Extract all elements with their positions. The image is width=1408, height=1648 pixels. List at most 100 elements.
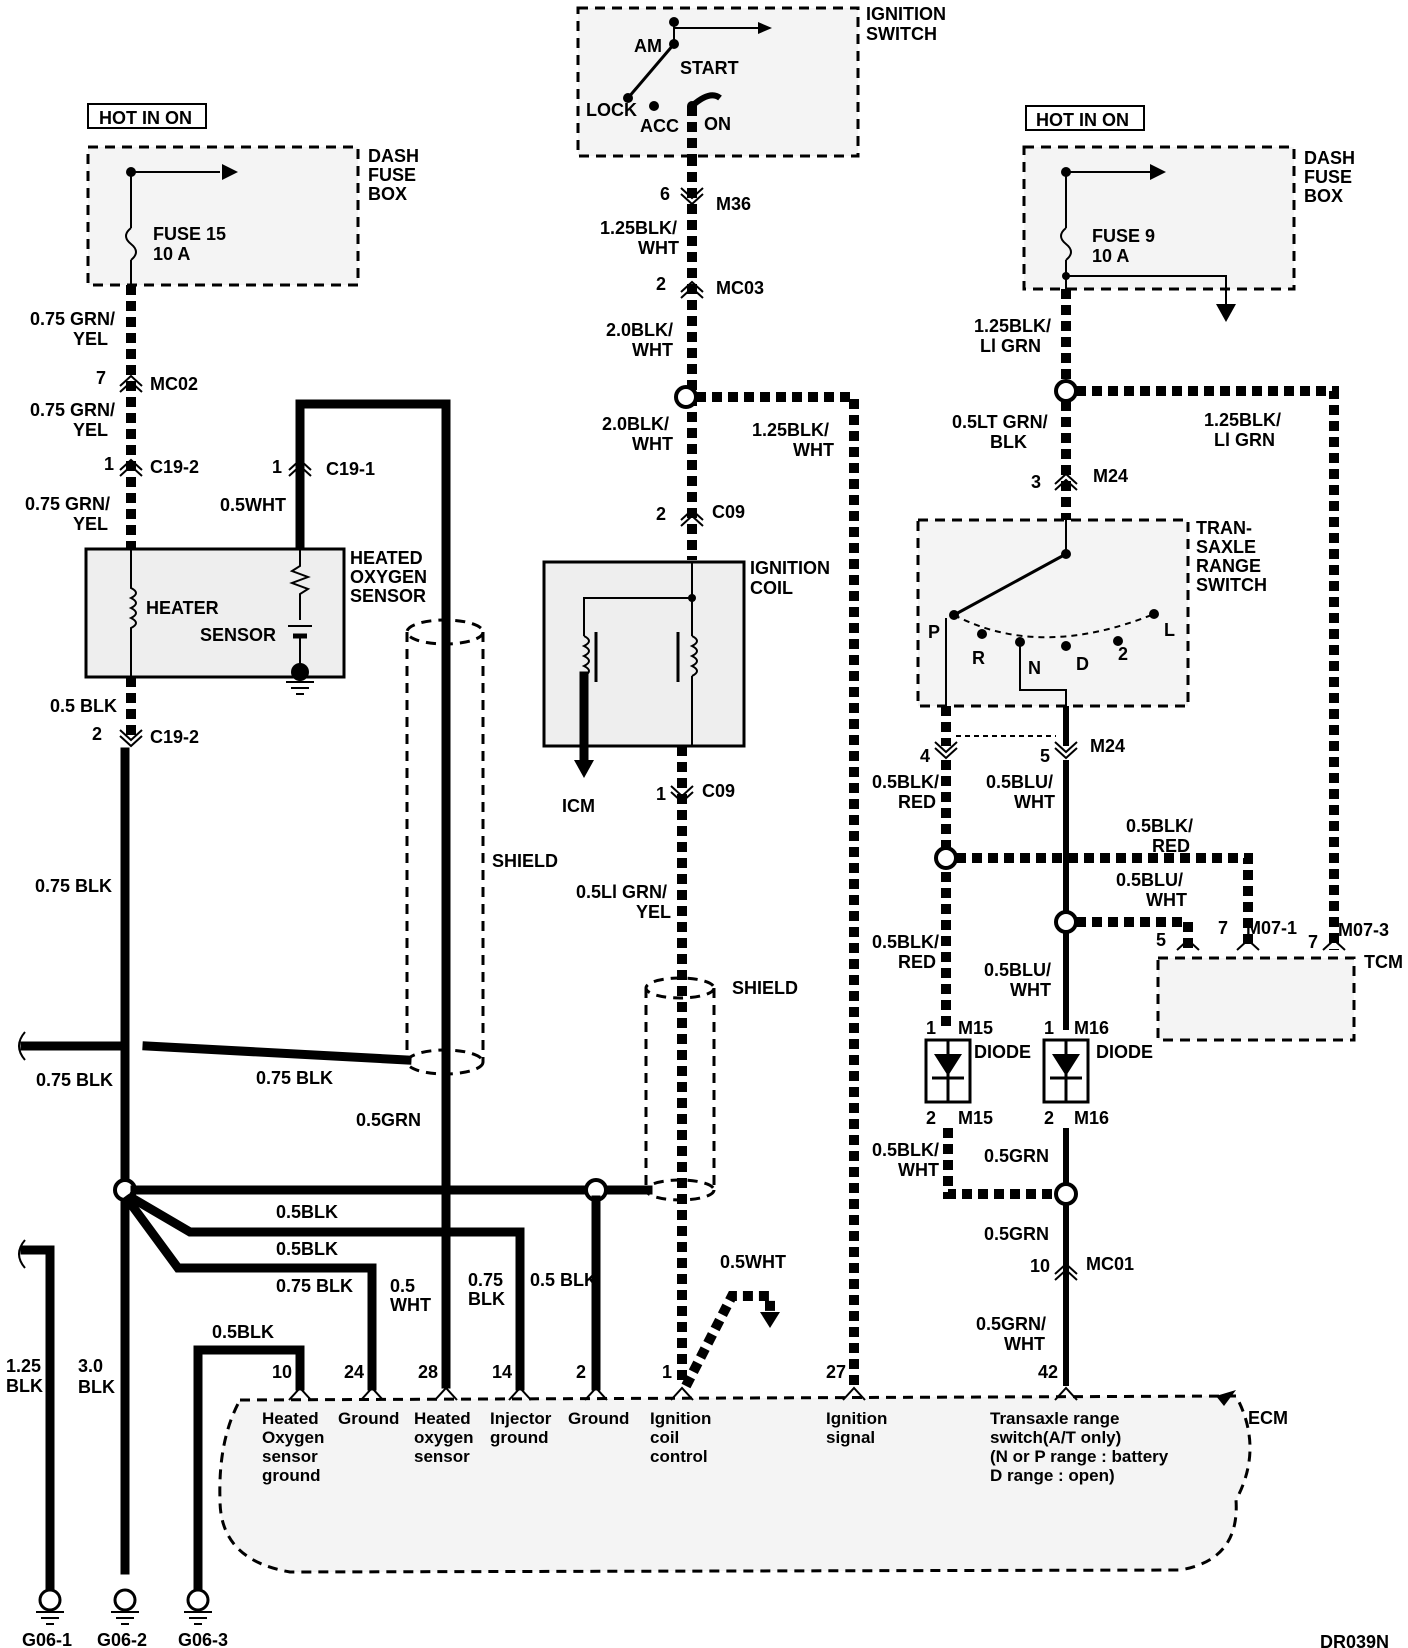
ground-icon <box>286 681 314 695</box>
diagram-code: DR039N <box>1320 1632 1389 1648</box>
svg-text:YEL: YEL <box>636 902 671 922</box>
svg-text:0.5 BLK: 0.5 BLK <box>530 1270 597 1290</box>
svg-text:MC01: MC01 <box>1086 1254 1134 1274</box>
svg-text:Ll GRN: Ll GRN <box>1214 430 1275 450</box>
svg-text:M15: M15 <box>958 1108 993 1128</box>
arrow-icon <box>574 760 594 778</box>
ecm-pin-number: 42 <box>1038 1362 1058 1382</box>
ecm-pin-description: Injector <box>490 1409 552 1428</box>
svg-text:2.0BLK/: 2.0BLK/ <box>602 414 669 434</box>
svg-text:SWITCH: SWITCH <box>866 24 937 44</box>
svg-text:0.5GRN: 0.5GRN <box>984 1146 1049 1166</box>
svg-text:D: D <box>1076 654 1089 674</box>
svg-text:5: 5 <box>1156 930 1166 950</box>
svg-text:MC02: MC02 <box>150 374 198 394</box>
ecm-pin-description: Ground <box>338 1409 399 1428</box>
connector-m36-icon <box>680 187 704 206</box>
junction-fuse9 <box>1054 379 1078 403</box>
svg-text:0.75 BLK: 0.75 BLK <box>35 876 112 896</box>
svg-text:AM: AM <box>634 36 662 56</box>
secondary-coil-icon <box>689 635 698 677</box>
svg-text:G06-1: G06-1 <box>22 1630 72 1648</box>
svg-text:0.5BLU/: 0.5BLU/ <box>984 960 1051 980</box>
svg-text:6: 6 <box>660 184 670 204</box>
wire-05wht-ecm <box>681 1291 775 1389</box>
diode-m16-label: DIODE <box>1096 1042 1153 1062</box>
svg-text:0.5LT GRN/: 0.5LT GRN/ <box>952 412 1048 432</box>
svg-text:7: 7 <box>96 368 106 388</box>
svg-text:WHT: WHT <box>632 434 673 454</box>
svg-text:0.5BLU/: 0.5BLU/ <box>1116 870 1183 890</box>
svg-text:2: 2 <box>92 724 102 744</box>
junction-diodes <box>1054 1182 1078 1206</box>
arrow-icon <box>758 22 772 34</box>
connector-c19-2-top-icon <box>119 458 143 477</box>
svg-text:7: 7 <box>1308 932 1318 952</box>
svg-text:C19-2: C19-2 <box>150 457 199 477</box>
svg-text:WHT: WHT <box>1010 980 1051 1000</box>
svg-text:YEL: YEL <box>73 420 108 440</box>
svg-text:0.5BLK/: 0.5BLK/ <box>872 932 939 952</box>
svg-text:0.75: 0.75 <box>468 1270 503 1290</box>
svg-text:2.0BLK/: 2.0BLK/ <box>606 320 673 340</box>
ecm-pin-number: 10 <box>272 1362 292 1382</box>
ecm-pin-number: 1 <box>662 1362 672 1382</box>
ecm-pins: 10HeatedOxygensensorground24Ground28Heat… <box>262 1362 1169 1485</box>
svg-text:SAXLE: SAXLE <box>1196 537 1256 557</box>
ecm-pin-description: (N or P range : battery <box>990 1447 1169 1466</box>
wire-075blk-ground24 <box>121 1193 377 1391</box>
ecm-pin-description: Heated <box>414 1409 471 1428</box>
ecm-pin-terminal <box>1054 1386 1078 1401</box>
connector-m07-3-icon <box>1322 938 1346 951</box>
svg-text:SWITCH: SWITCH <box>1196 575 1267 595</box>
svg-text:10 A: 10 A <box>153 244 190 264</box>
svg-text:M16: M16 <box>1074 1018 1109 1038</box>
connector-mc02-icon <box>119 374 143 393</box>
sensor-resistor-icon <box>289 549 311 620</box>
svg-text:2: 2 <box>656 274 666 294</box>
junction-ignition <box>674 385 698 409</box>
svg-text:2: 2 <box>1044 1108 1054 1128</box>
ecm-pin-description: signal <box>826 1428 875 1447</box>
svg-text:1: 1 <box>656 784 666 804</box>
ecm-pin-terminal <box>434 1386 458 1401</box>
ecm-pin-description: Ignition <box>650 1409 711 1428</box>
svg-text:WHT: WHT <box>898 1160 939 1180</box>
hot-in-on-label-left: HOT IN ON <box>99 108 192 128</box>
fuse15-label: FUSE 15 <box>153 224 226 244</box>
svg-text:C09: C09 <box>712 502 745 522</box>
svg-text:1: 1 <box>104 454 114 474</box>
svg-text:WHT: WHT <box>632 340 673 360</box>
ignition-switch-label: IGNITION <box>866 4 946 24</box>
svg-text:0.5BLK: 0.5BLK <box>276 1202 338 1222</box>
svg-text:OXYGEN: OXYGEN <box>350 567 427 587</box>
arrow-icon <box>760 1312 780 1328</box>
ground-g06-2: G06-2 <box>97 1588 147 1648</box>
transaxle-range-switch <box>916 518 1190 708</box>
svg-text:BLK: BLK <box>990 432 1027 452</box>
connector-c09-bottom-icon <box>670 785 694 804</box>
svg-text:BLK: BLK <box>78 1377 115 1397</box>
svg-text:4: 4 <box>920 746 930 766</box>
svg-text:ON: ON <box>704 114 731 134</box>
ecm-pin-number: 24 <box>344 1362 364 1382</box>
svg-text:SENSOR: SENSOR <box>350 586 426 606</box>
svg-text:2: 2 <box>926 1108 936 1128</box>
ground-g06-3: G06-3 <box>178 1588 228 1648</box>
svg-text:M24: M24 <box>1090 736 1125 756</box>
svg-text:10: 10 <box>1030 1256 1050 1276</box>
svg-text:WHT: WHT <box>390 1295 431 1315</box>
ecm-pin-number: 27 <box>826 1362 846 1382</box>
svg-text:0.5: 0.5 <box>390 1276 415 1296</box>
wire-125blk-ltgrn-tcm <box>1076 386 1339 950</box>
ignition-coil <box>542 560 746 748</box>
hot-in-on-label-right: HOT IN ON <box>1036 110 1129 130</box>
svg-text:BOX: BOX <box>1304 186 1343 206</box>
svg-text:5: 5 <box>1040 746 1050 766</box>
ecm-pin-description: sensor <box>414 1447 470 1466</box>
tcm-label: TCM <box>1364 952 1403 972</box>
wire-125blk-wht-signal <box>696 392 859 1386</box>
svg-text:1.25: 1.25 <box>6 1356 41 1376</box>
connector-c19-1-icon <box>288 458 312 477</box>
